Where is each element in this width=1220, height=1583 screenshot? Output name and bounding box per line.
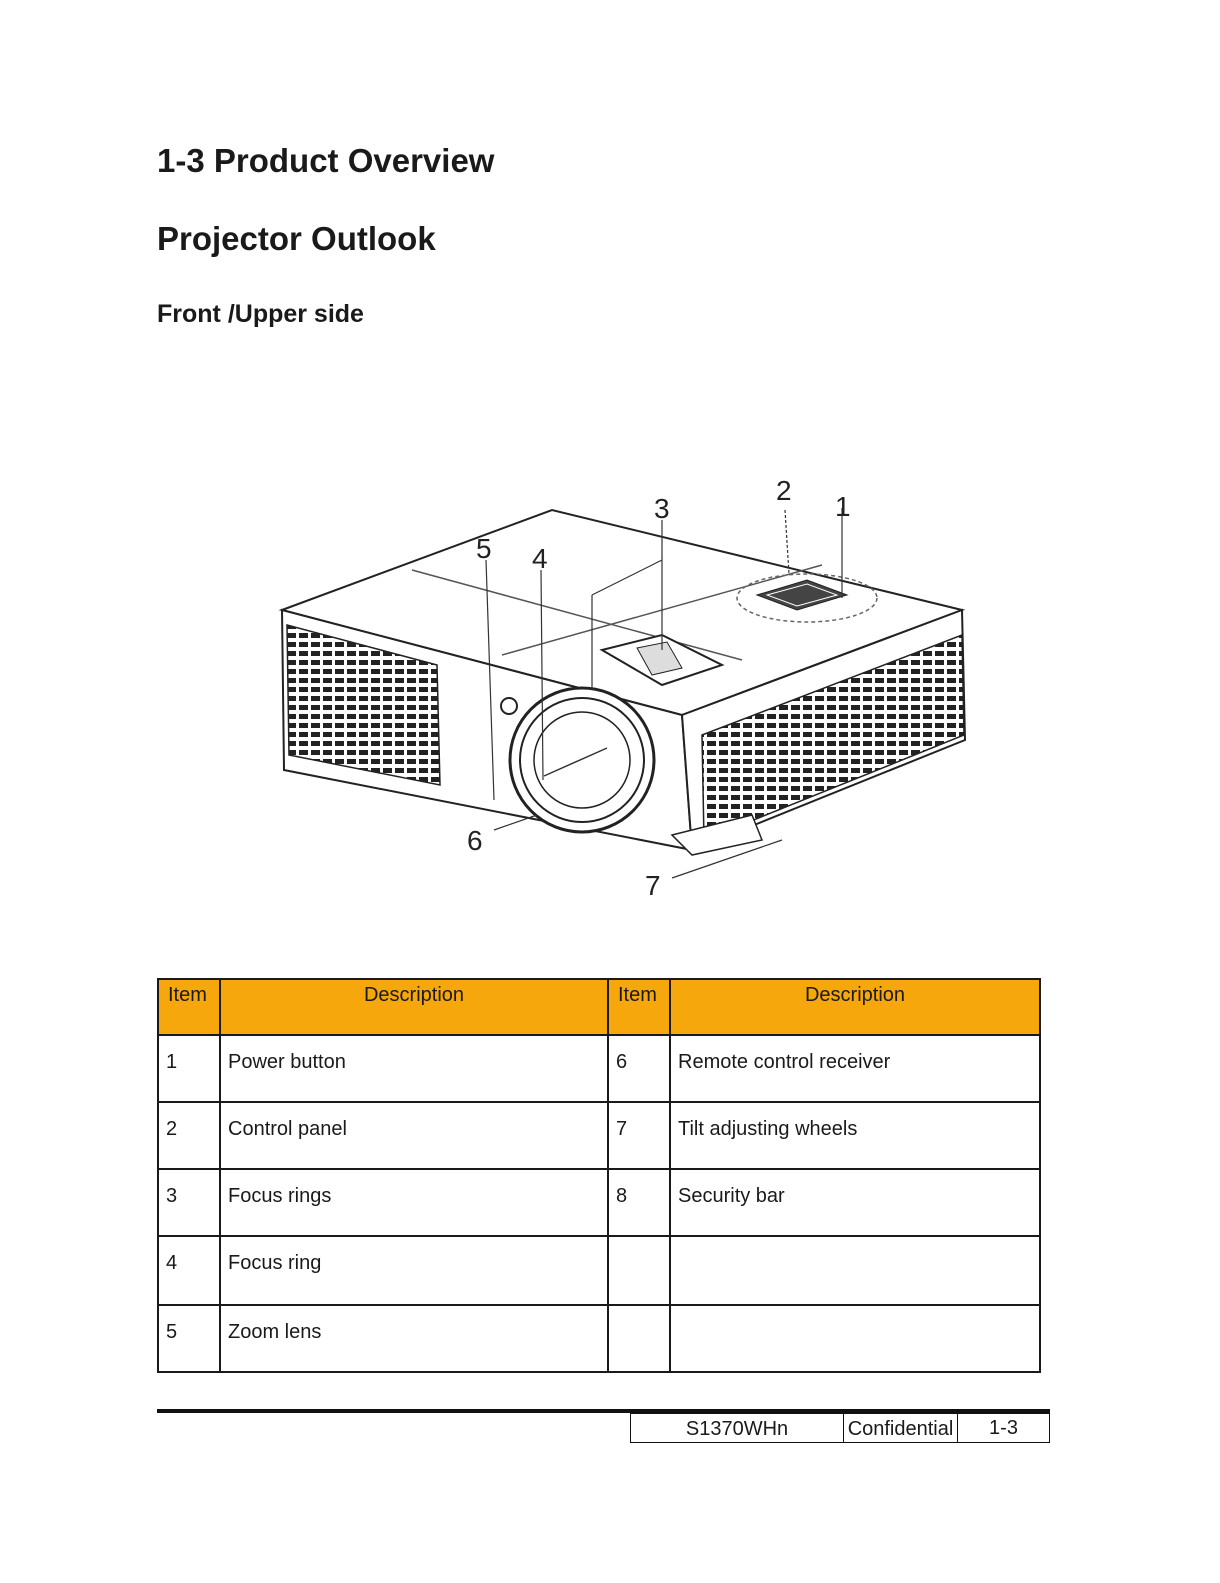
item-description: Power button bbox=[220, 1035, 608, 1102]
item-description: Remote control receiver bbox=[670, 1035, 1040, 1102]
view-title: Front /Upper side bbox=[157, 300, 364, 329]
item-number: 5 bbox=[158, 1305, 220, 1372]
item-description: Control panel bbox=[220, 1102, 608, 1169]
table-row: 1 Power button 6 Remote control receiver bbox=[158, 1035, 1040, 1102]
footer-model: S1370WHn bbox=[630, 1413, 844, 1443]
footer-page-number: 1-3 bbox=[957, 1413, 1050, 1443]
item-description: Tilt adjusting wheels bbox=[670, 1102, 1040, 1169]
item-number: 3 bbox=[158, 1169, 220, 1236]
callout-3: 3 bbox=[654, 493, 670, 524]
footer-classification: Confidential bbox=[843, 1413, 958, 1443]
item-number: 6 bbox=[608, 1035, 670, 1102]
item-number: 2 bbox=[158, 1102, 220, 1169]
section-title: 1-3 Product Overview bbox=[157, 142, 494, 180]
item-description bbox=[670, 1305, 1040, 1372]
item-description: Focus ring bbox=[220, 1236, 608, 1305]
table-header-row: Item Description Item Description bbox=[158, 979, 1040, 1035]
item-number: 8 bbox=[608, 1169, 670, 1236]
item-number bbox=[608, 1305, 670, 1372]
table-row: 2 Control panel 7 Tilt adjusting wheels bbox=[158, 1102, 1040, 1169]
item-number: 7 bbox=[608, 1102, 670, 1169]
subtitle: Projector Outlook bbox=[157, 220, 436, 258]
callout-4: 4 bbox=[532, 543, 548, 574]
item-description: Security bar bbox=[670, 1169, 1040, 1236]
item-description bbox=[670, 1236, 1040, 1305]
header-description-left: Description bbox=[220, 979, 608, 1035]
table-row: 5 Zoom lens bbox=[158, 1305, 1040, 1372]
item-number bbox=[608, 1236, 670, 1305]
item-description: Focus rings bbox=[220, 1169, 608, 1236]
item-description: Zoom lens bbox=[220, 1305, 608, 1372]
item-description-table: Item Description Item Description 1 Powe… bbox=[157, 978, 1041, 1373]
callout-5: 5 bbox=[476, 533, 492, 564]
header-item-right: Item bbox=[608, 979, 670, 1035]
item-number: 4 bbox=[158, 1236, 220, 1305]
item-number: 1 bbox=[158, 1035, 220, 1102]
callout-1: 1 bbox=[835, 491, 851, 522]
projector-diagram: 1 2 3 4 5 6 7 bbox=[262, 470, 982, 910]
table-row: 4 Focus ring bbox=[158, 1236, 1040, 1305]
callout-7: 7 bbox=[645, 870, 661, 901]
header-description-right: Description bbox=[670, 979, 1040, 1035]
header-item-left: Item bbox=[158, 979, 220, 1035]
callout-2: 2 bbox=[776, 475, 792, 506]
callout-6: 6 bbox=[467, 825, 483, 856]
table-row: 3 Focus rings 8 Security bar bbox=[158, 1169, 1040, 1236]
